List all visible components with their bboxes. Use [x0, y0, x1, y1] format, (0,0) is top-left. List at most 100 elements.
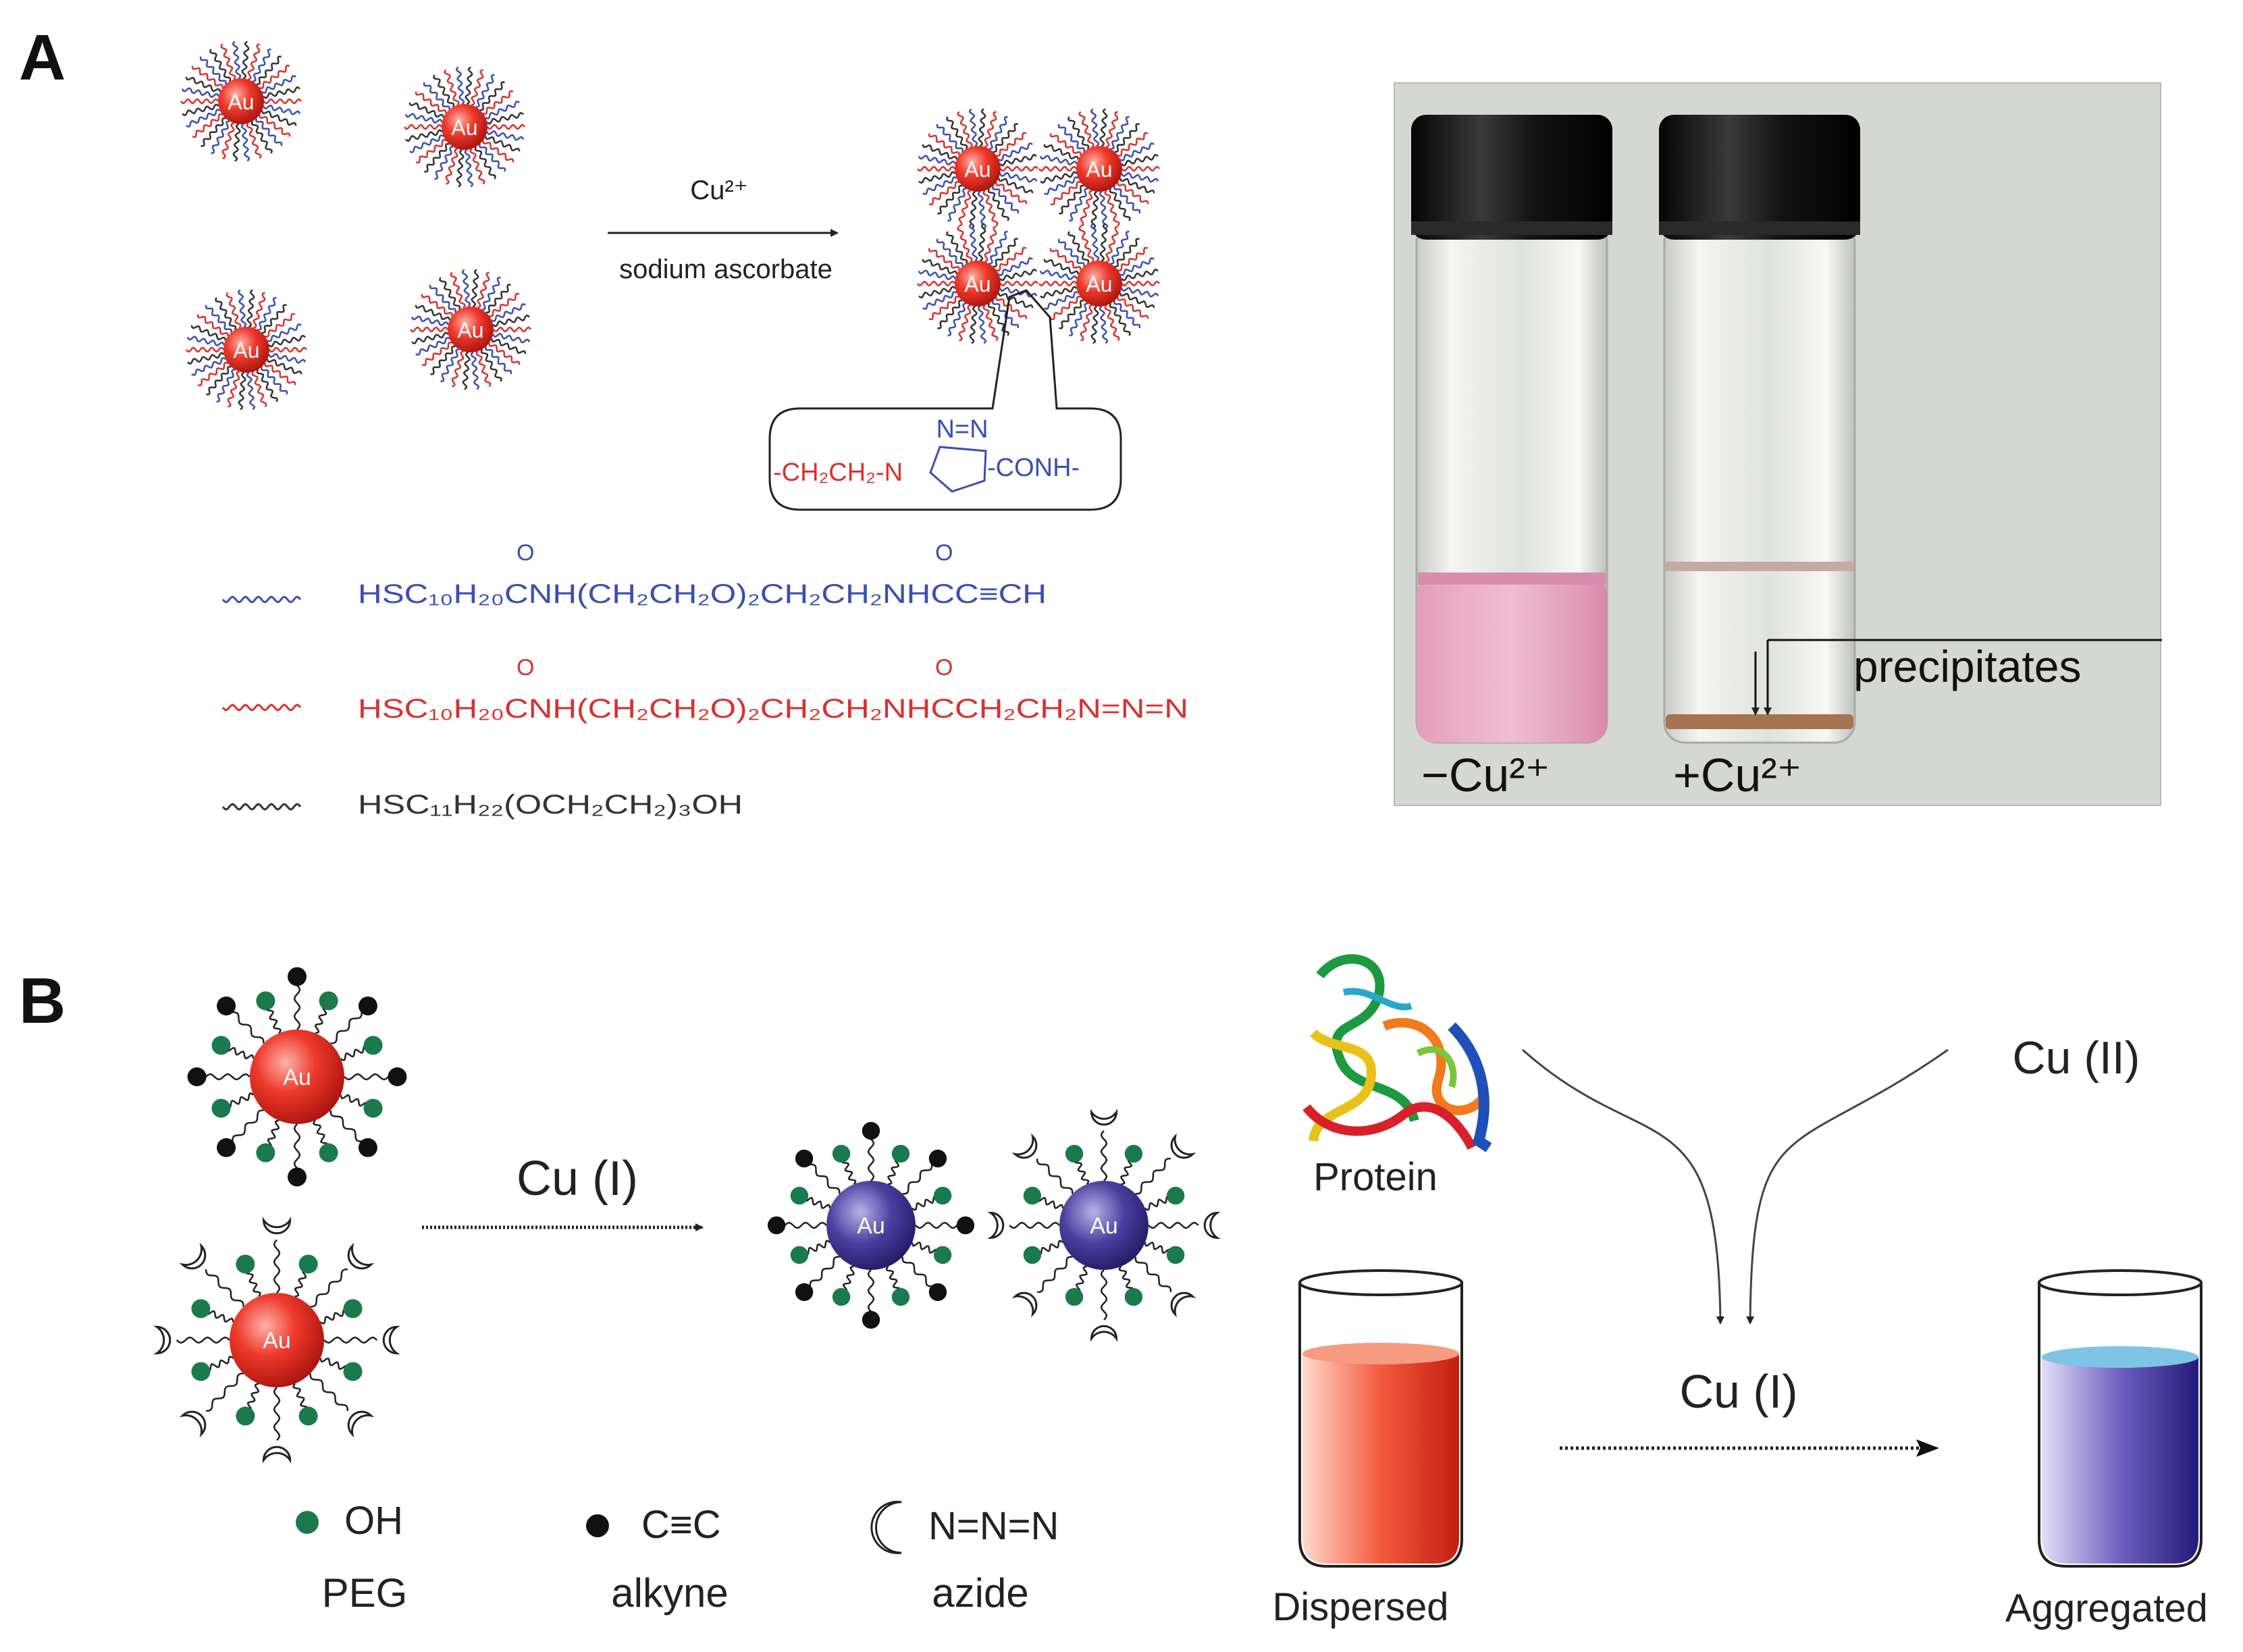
alkyne-name: alkyne [611, 1570, 728, 1616]
gold-core [448, 307, 494, 352]
dispersed-label: Dispersed [1272, 1585, 1448, 1629]
ligand-chain [1000, 165, 1038, 172]
ligand-chain [992, 300, 1020, 329]
ligand-chain [999, 171, 1038, 183]
ligand-chain [404, 113, 443, 124]
ligand-chain [1039, 155, 1078, 166]
ligand-chain [1038, 165, 1077, 172]
ligand-chain [444, 69, 460, 106]
alkyne-group [288, 967, 307, 986]
ligand-chain [211, 120, 230, 155]
gold-core [1076, 261, 1122, 307]
protein-label: Protein [1313, 1155, 1437, 1199]
ligand-chain [232, 41, 242, 80]
panel-b-arrow-label: Cu (I) [517, 1152, 638, 1206]
azide-group [179, 1410, 207, 1438]
au-label: Au [1086, 272, 1112, 296]
ligand-chain [996, 132, 1027, 157]
ligand-chain [1121, 171, 1159, 183]
aggregated-tube [2038, 1269, 2202, 1568]
ligand-chain [1043, 144, 1080, 160]
ligand-chain [1050, 296, 1081, 321]
ligand-chain [430, 345, 456, 375]
ligand-chain [1113, 300, 1141, 329]
peg-symbol [296, 1511, 319, 1534]
ligand-chain [266, 358, 302, 375]
linker-chain [1009, 1221, 1060, 1229]
peg-hydroxyl-group [891, 1144, 910, 1163]
ligand-chain [968, 223, 978, 262]
peg-hydroxyl-group [1023, 1186, 1042, 1205]
ligand-chain [257, 296, 277, 331]
ligand-chain [1059, 299, 1084, 329]
ligand-chain [479, 144, 506, 172]
ligand-chain [1119, 292, 1155, 309]
ligand-peg-row: HSC₁₁H₂₂(OCH₂CH₂)₃OH [221, 790, 743, 820]
linker-chain [842, 1265, 855, 1294]
linker-chain [310, 1268, 348, 1308]
ligand-chain [993, 238, 1018, 268]
alkyne-group [928, 1283, 947, 1302]
gold-core [1076, 146, 1122, 192]
gold-core [223, 327, 269, 373]
ligand-chain [487, 124, 525, 130]
peg-hydroxyl-group [1023, 1246, 1042, 1264]
azide-symbol [870, 1501, 902, 1554]
ligand-chain [1090, 223, 1100, 262]
triazole-right: -CONH- [987, 454, 1080, 482]
ligand-chain [1099, 223, 1108, 262]
linker-chain [225, 1046, 255, 1060]
ligand-chain [404, 124, 442, 130]
ligand-chain [256, 369, 278, 402]
ligand-chain [1104, 190, 1120, 227]
ligand-chain [1059, 184, 1084, 215]
ligand-chain [958, 304, 972, 342]
alkyne-group [217, 1138, 236, 1157]
ligand-chain [246, 371, 256, 410]
ligand-chain [984, 111, 997, 148]
linker-chain [265, 1005, 282, 1034]
au-label: Au [964, 272, 991, 296]
ligand-chain [918, 171, 956, 184]
ligand-chain [936, 124, 964, 152]
gold-core [1059, 1181, 1149, 1270]
gold-nanoparticle: Au [917, 108, 1038, 230]
peg-hydroxyl-group [319, 1143, 338, 1163]
linker-chain [267, 1119, 280, 1149]
ligand-chain [1119, 257, 1155, 276]
linker-chain [340, 1094, 369, 1107]
ligand-chain [1099, 108, 1108, 147]
ligand-chain [937, 299, 963, 329]
ligand-chain [1122, 165, 1160, 172]
linker-chain [244, 1269, 261, 1298]
ligand-chain [191, 65, 223, 88]
ligand-chain [199, 56, 227, 84]
ligand-chain [237, 289, 247, 328]
ligand-chain [998, 142, 1033, 161]
ligand-chain [936, 238, 964, 267]
linker-chain [340, 1044, 369, 1061]
converging-arrows [1522, 1048, 1949, 1325]
gold-core [218, 78, 264, 124]
ligand-chain [424, 142, 450, 173]
ligand-chain [1121, 286, 1159, 298]
ligand-chain [421, 342, 452, 367]
alkyne-group [928, 1149, 947, 1168]
au-label: Au [964, 157, 991, 182]
ligand-chain [187, 352, 225, 365]
ligand-chain [451, 350, 465, 388]
ligand-chain [269, 346, 307, 353]
ligand-chain [209, 49, 232, 82]
ligand-chain [481, 276, 501, 311]
ligand-chain [917, 165, 955, 172]
ligand-chain [440, 348, 460, 383]
ligand-chain [1110, 115, 1130, 150]
ligand-chain [1122, 280, 1160, 287]
alkyne-group [862, 1310, 880, 1329]
ligand-chain [486, 130, 525, 141]
vial-with-cu [1659, 115, 1860, 744]
linker-chain [1074, 1158, 1090, 1185]
peg-hydroxyl-group [236, 1406, 255, 1426]
ligand-chain [922, 144, 958, 160]
ligand-chain [492, 332, 531, 344]
